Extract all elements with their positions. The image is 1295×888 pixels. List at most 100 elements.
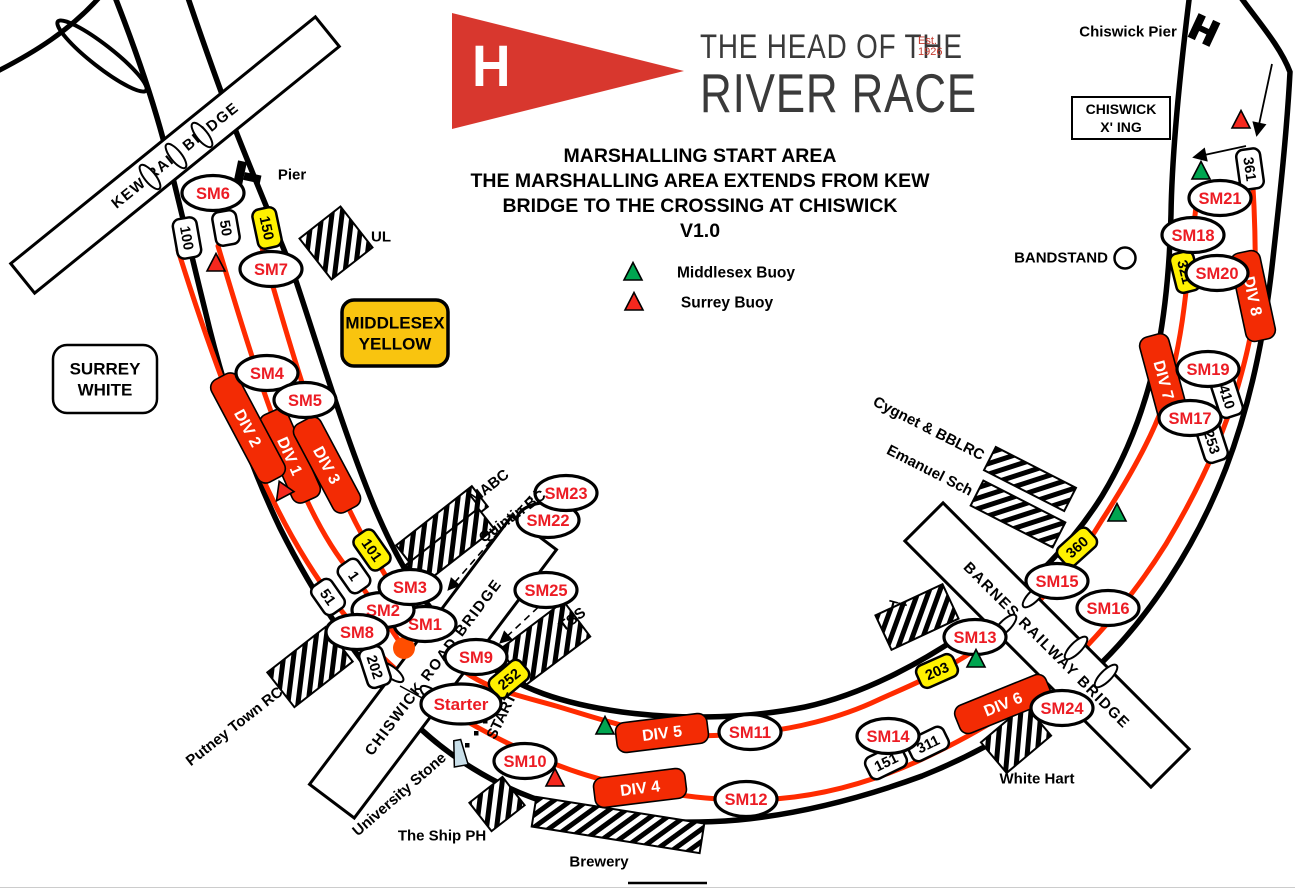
dashed-route-arrow: [499, 598, 548, 644]
middlesex-buoy-icon: [1190, 159, 1212, 180]
svg-text:50: 50: [216, 219, 235, 238]
svg-text:SM14: SM14: [866, 728, 910, 746]
svg-text:SM8: SM8: [340, 624, 374, 642]
svg-text:150: 150: [256, 215, 277, 242]
div-marker-div4: DIV 4: [592, 767, 688, 809]
flow-arrow: [1192, 145, 1247, 162]
svg-text:SM13: SM13: [953, 629, 996, 647]
hatch-MABC-area: [394, 484, 490, 568]
university-stone-obelisk: [453, 738, 470, 768]
svg-text:SM3: SM3: [393, 579, 427, 597]
box-surrey-white: SURREY WHITE: [51, 343, 159, 415]
svg-text:SM15: SM15: [1035, 573, 1078, 591]
svg-text:YELLOW: YELLOW: [359, 334, 433, 353]
marshal-marker-sm18: SM18: [1160, 215, 1226, 255]
svg-text:SM1: SM1: [408, 616, 442, 634]
svg-text:SM23: SM23: [544, 485, 587, 503]
svg-text:SM19: SM19: [1186, 361, 1229, 379]
distance-marker-1: 1: [336, 557, 372, 595]
title-version: V1.0: [679, 220, 721, 242]
legend-label-middlesex: Middlesex Buoy: [677, 264, 795, 281]
svg-text:SM20: SM20: [1195, 265, 1238, 283]
label-brewery: Brewery: [569, 853, 629, 870]
svg-text:DIV 4: DIV 4: [619, 778, 661, 800]
flow-arrow: [1252, 63, 1273, 137]
svg-text:SM25: SM25: [524, 582, 567, 600]
marshal-marker-sm13: SM13: [942, 617, 1008, 657]
distance-marker-101: 101: [352, 528, 392, 572]
marshal-marker-sm5: SM5: [272, 380, 338, 420]
logo-wordmark: THE HEAD OF THE RIVER RACE Est. 1926: [700, 28, 1030, 124]
marshal-marker-sm16: SM16: [1075, 588, 1141, 628]
label-ul: UL: [371, 228, 391, 245]
bridge-pier-arch: [1063, 635, 1089, 661]
svg-text:361: 361: [1239, 156, 1258, 182]
label-tt: TT: [886, 597, 908, 618]
distance-marker-150: 150: [251, 205, 283, 251]
svg-text:410: 410: [1215, 383, 1238, 411]
svg-text:SM11: SM11: [729, 724, 771, 742]
middlesex-buoy-icon: [594, 714, 616, 735]
svg-text:SM12: SM12: [724, 791, 767, 809]
svg-text:SM9: SM9: [459, 649, 493, 667]
marshal-marker-sm21: SM21: [1187, 178, 1253, 218]
title-line3: BRIDGE TO THE CROSSING AT CHISWICK: [502, 195, 898, 217]
label-pier: Pier: [278, 166, 307, 183]
distance-marker-203: 203: [914, 652, 960, 690]
marshal-marker-sm20: SM20: [1184, 253, 1250, 293]
hatch-Emanuel-area: [969, 479, 1067, 549]
surrey-buoy-icon: [205, 251, 227, 272]
logo-line2: RIVER RACE: [700, 62, 977, 124]
svg-text:MIDDLESEX: MIDDLESEX: [345, 313, 445, 332]
distance-marker-100: 100: [171, 216, 203, 260]
logo-line1: THE HEAD OF THE: [700, 28, 963, 66]
logo-est-year: 1926: [918, 46, 943, 58]
svg-text:SURREY: SURREY: [70, 359, 142, 378]
legend-surrey-buoy-icon: [623, 290, 645, 311]
svg-text:WHITE: WHITE: [78, 380, 133, 399]
hatch-Brewery-area: [530, 795, 706, 855]
start-position-dot: [393, 637, 415, 659]
svg-text:X' ING: X' ING: [1100, 119, 1142, 135]
bandstand-circle: [1113, 246, 1137, 270]
label-the-ship-ph: The Ship PH: [398, 827, 486, 844]
svg-text:SM5: SM5: [288, 392, 322, 410]
svg-text:SM18: SM18: [1171, 227, 1214, 245]
marshal-marker-sm23: SM23: [533, 473, 599, 513]
hatch-Cygnet-area: [982, 445, 1078, 513]
hatch-UL-area: [298, 205, 374, 281]
marshal-marker-sm24: SM24: [1029, 688, 1095, 728]
marshal-marker-sm17: SM17: [1157, 398, 1223, 438]
hatch-TT-area: [874, 582, 960, 652]
chiswick-pier-icon: [1187, 13, 1221, 47]
distance-marker-51: 51: [309, 577, 347, 617]
svg-text:SM24: SM24: [1040, 700, 1084, 718]
start-line-dot: [474, 731, 479, 736]
marshal-marker-sm4: SM4: [234, 353, 300, 393]
hatch-Ship-area: [467, 775, 527, 833]
marshal-marker-sm6: SM6: [180, 173, 246, 213]
dashed-route-arrow: [447, 486, 539, 591]
svg-text:SM10: SM10: [503, 753, 546, 771]
svg-text:CHISWICK: CHISWICK: [1086, 101, 1157, 117]
label-mabc: MABC: [466, 466, 512, 507]
start-line-dot: [465, 743, 470, 748]
bridge-pier-arch: [190, 121, 214, 149]
legend-label-surrey: Surrey Buoy: [681, 294, 774, 311]
svg-text:SM17: SM17: [1168, 410, 1211, 428]
flag-letter: H: [472, 34, 511, 99]
distance-marker-202: 202: [357, 644, 393, 690]
label-bandstand: BANDSTAND: [1014, 249, 1108, 266]
title-line2: THE MARSHALLING AREA EXTENDS FROM KEW: [470, 170, 930, 192]
starter-marker: Starter: [419, 682, 503, 726]
middlesex-buoy-icon: [1106, 501, 1128, 522]
hatch-WhiteHart-area: [979, 703, 1053, 775]
marshal-marker-sm14: SM14: [855, 716, 921, 756]
marshal-marker-sm12: SM12: [713, 779, 779, 819]
svg-text:51: 51: [316, 586, 338, 608]
marshal-marker-sm8: SM8: [324, 612, 390, 652]
surrey-buoy-icon: [1230, 108, 1252, 129]
